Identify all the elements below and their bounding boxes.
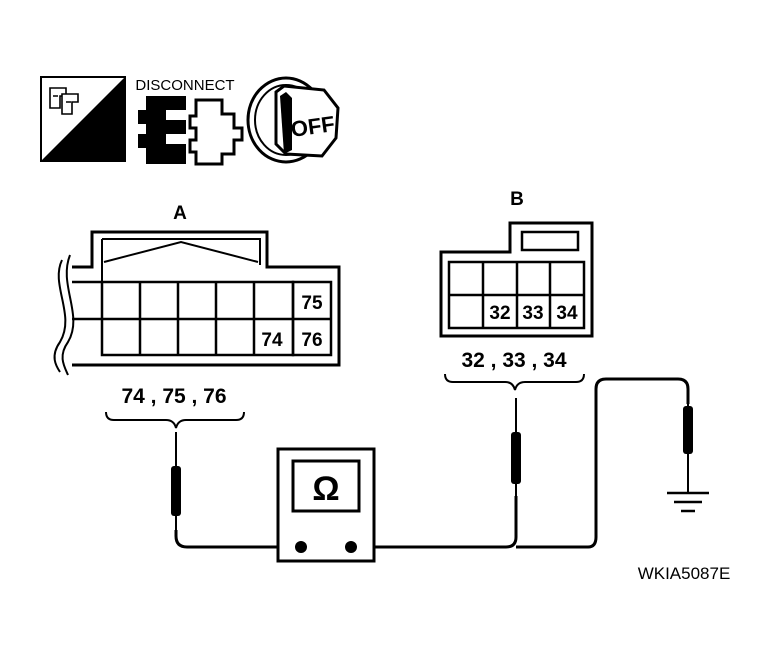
connector-b-terminals: 32 , 33 , 34 [461,349,566,372]
figure-code: WKIA5087E [638,564,731,583]
wire-left [174,530,300,549]
pin-32: 32 [489,303,510,324]
pin-34: 34 [556,303,578,324]
disconnect-label: DISCONNECT [135,77,234,94]
pin-74: 74 [261,330,283,351]
ohmmeter-icon [276,447,376,563]
wire-right [354,496,518,549]
hs-label: H.S. [76,140,115,162]
probe-ground [683,404,693,492]
hs-icon: H.S. [40,76,126,162]
probe-right [511,398,521,496]
connector-a-terminals: 74 , 75 , 76 [121,385,226,408]
connector-a [53,230,341,376]
ground-icon [667,491,709,513]
wire-ground [516,377,690,549]
pin-33: 33 [522,303,543,324]
connector-a-brace [105,411,245,429]
connector-b [439,221,594,338]
connector-b-label: B [510,189,524,210]
pin-75: 75 [301,293,323,314]
probe-left [171,432,181,530]
connector-disconnect-icon [138,96,244,166]
pin-76: 76 [301,330,322,351]
connector-b-brace [444,373,585,391]
off-label: OFF [289,111,336,142]
connector-a-label: A [173,203,187,224]
ohm-symbol: Ω [312,470,339,508]
ignition-key-off-icon: OFF [246,76,340,164]
